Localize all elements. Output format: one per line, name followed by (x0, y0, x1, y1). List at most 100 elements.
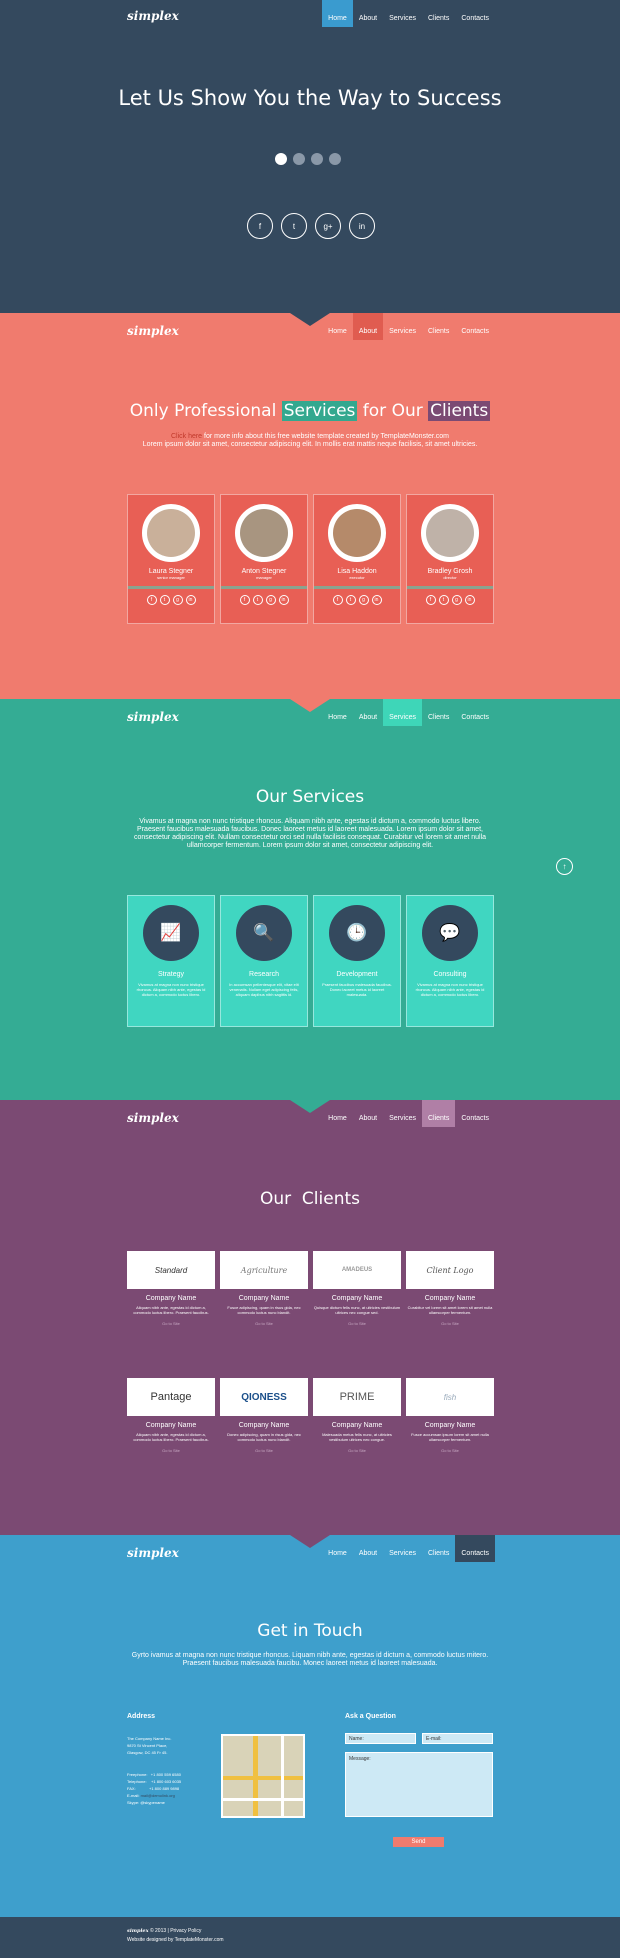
client-logo[interactable]: Client Logo (406, 1251, 494, 1289)
services-title: Our Services (255, 787, 365, 807)
twitter-icon[interactable]: t (345, 595, 356, 605)
avatar (328, 504, 386, 562)
facebook-icon[interactable]: f (332, 595, 343, 605)
phone-line: Freephone: +1 800 559 6580 (127, 1772, 181, 1777)
send-button[interactable]: Send (393, 1837, 444, 1847)
nav-home[interactable]: Home (328, 1115, 347, 1122)
nav-about[interactable]: About (358, 1115, 378, 1122)
logo[interactable]: simplex (127, 1111, 179, 1125)
service-label: Consulting (433, 971, 467, 978)
intro-text: Lorem ipsum dolor sit amet, consectetur … (142, 441, 478, 448)
go-to-site-link[interactable]: Go to Site (348, 1321, 366, 1326)
nav-home[interactable]: Home (328, 328, 347, 335)
footer-credit[interactable]: Website designed by TemplateMonster.com (127, 1937, 224, 1943)
nav-contacts[interactable]: Contacts (455, 1535, 495, 1562)
client-logo[interactable]: Pantage (127, 1378, 215, 1416)
google-plus-icon[interactable]: g (172, 595, 183, 605)
member-social: f t g in (128, 595, 214, 605)
nav-clients[interactable]: Clients (427, 714, 450, 721)
nav-about[interactable]: About (352, 313, 384, 340)
nav-home[interactable]: Home (328, 1550, 347, 1557)
address-line: Glasgow, DC 45 Fr 45. (127, 1750, 168, 1755)
location-map[interactable] (221, 1734, 305, 1818)
go-to-site-link[interactable]: Go to Site (162, 1448, 180, 1453)
scroll-up-icon[interactable]: ↑ (556, 858, 573, 875)
facebook-icon[interactable]: f (146, 595, 157, 605)
nav-about[interactable]: About (358, 1550, 378, 1557)
main-nav: Home About Services Clients Contacts (322, 1100, 495, 1127)
google-plus-icon[interactable]: g+ (315, 213, 341, 239)
team-grid: Laura Stegner senior manager f t g in An… (127, 494, 494, 624)
go-to-site-link[interactable]: Go to Site (255, 1448, 273, 1453)
fax-line: FAX: +1 800 889 9898 (127, 1786, 180, 1791)
facebook-icon[interactable]: f (425, 595, 436, 605)
nav-services[interactable]: Services (389, 328, 416, 335)
nav-clients[interactable]: Clients (421, 1100, 456, 1127)
main-nav: Home About Services Clients Contacts (322, 313, 495, 340)
nav-about[interactable]: About (358, 15, 378, 22)
nav-services[interactable]: Services (389, 1115, 416, 1122)
google-plus-icon[interactable]: g (265, 595, 276, 605)
skype-link[interactable]: @skypename (140, 1800, 165, 1805)
twitter-icon[interactable]: t (438, 595, 449, 605)
client-logo[interactable]: PRIME (313, 1378, 401, 1416)
linkedin-icon[interactable]: in (371, 595, 382, 605)
go-to-site-link[interactable]: Go to Site (441, 1321, 459, 1326)
twitter-icon[interactable]: t (159, 595, 170, 605)
nav-contacts[interactable]: Contacts (461, 714, 489, 721)
linkedin-icon[interactable]: in (464, 595, 475, 605)
facebook-icon[interactable]: f (247, 213, 273, 239)
twitter-icon[interactable]: t (281, 213, 307, 239)
client-desc: Fusce adipiscing, quam in risus gida, ne… (227, 1305, 301, 1315)
twitter-icon[interactable]: t (252, 595, 263, 605)
logo[interactable]: simplex (127, 9, 179, 23)
nav-services[interactable]: Services (383, 699, 422, 726)
nav-services[interactable]: Services (389, 1550, 416, 1557)
slider-dot[interactable] (329, 153, 341, 165)
nav-contacts[interactable]: Contacts (461, 328, 489, 335)
name-field[interactable]: Name: (345, 1733, 416, 1744)
nav-clients[interactable]: Clients (427, 1550, 450, 1557)
go-to-site-link[interactable]: Go to Site (162, 1321, 180, 1326)
logo[interactable]: simplex (127, 710, 179, 724)
client-desc: Quisque dictum felis nunc, at ultricies … (313, 1305, 401, 1315)
nav-services[interactable]: Services (389, 15, 416, 22)
nav-home[interactable]: Home (328, 714, 347, 721)
client-logo[interactable]: AMADEUS (313, 1251, 401, 1289)
go-to-site-link[interactable]: Go to Site (441, 1448, 459, 1453)
slider-dot[interactable] (275, 153, 287, 165)
go-to-site-link[interactable]: Go to Site (348, 1448, 366, 1453)
client-logo[interactable]: Standard (127, 1251, 215, 1289)
logo[interactable]: simplex (127, 324, 179, 338)
slider-dot[interactable] (311, 153, 323, 165)
logo[interactable]: simplex (127, 1546, 179, 1560)
slider-dots (275, 153, 341, 165)
nav-home[interactable]: Home (322, 0, 353, 27)
google-plus-icon[interactable]: g (451, 595, 462, 605)
client-item: QIONESS Company Name Donec adipiscing, q… (220, 1378, 308, 1453)
footer-logo[interactable]: simplex (127, 1928, 149, 1934)
click-here-link[interactable]: Click here (170, 433, 203, 440)
chat-icon: 💬 (422, 905, 478, 961)
phone-line: Telephone: +1 800 603 6035 (127, 1779, 182, 1784)
nav-contacts[interactable]: Contacts (461, 1115, 489, 1122)
linkedin-icon[interactable]: in (185, 595, 196, 605)
message-field[interactable]: Message: (345, 1752, 493, 1817)
email-link[interactable]: mail@demolink.org (140, 1793, 175, 1798)
go-to-site-link[interactable]: Go to Site (255, 1321, 273, 1326)
nav-clients[interactable]: Clients (427, 328, 450, 335)
client-logo[interactable]: QIONESS (220, 1378, 308, 1416)
google-plus-icon[interactable]: g (358, 595, 369, 605)
facebook-icon[interactable]: f (239, 595, 250, 605)
nav-about[interactable]: About (358, 714, 378, 721)
linkedin-icon[interactable]: in (278, 595, 289, 605)
skype-line: Skype: @skypename (127, 1799, 207, 1806)
slider-dot[interactable] (293, 153, 305, 165)
client-logo[interactable]: fish (406, 1378, 494, 1416)
client-logo[interactable]: Agriculture (220, 1251, 308, 1289)
email-field[interactable]: E-mail: (422, 1733, 493, 1744)
team-card: Bradley Grosh director f t g in (406, 494, 494, 624)
nav-contacts[interactable]: Contacts (461, 15, 489, 22)
nav-clients[interactable]: Clients (427, 15, 450, 22)
linkedin-icon[interactable]: in (349, 213, 375, 239)
